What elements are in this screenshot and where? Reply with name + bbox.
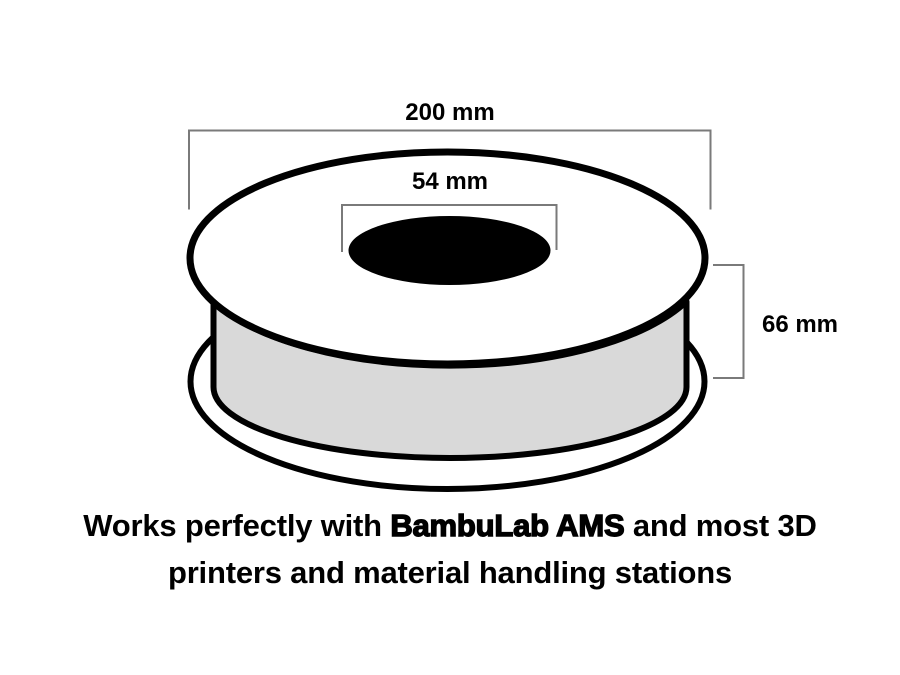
dim-bracket-outer-diameter bbox=[188, 129, 712, 210]
caption: Works perfectly with BambuLab AMS and mo… bbox=[0, 502, 900, 596]
caption-line-1-post: and most 3D bbox=[624, 508, 817, 543]
dim-bracket-height bbox=[713, 264, 745, 379]
caption-line-2: printers and material handling stations bbox=[167, 555, 733, 590]
caption-line-1-emphasis: BambuLab AMS bbox=[390, 507, 626, 543]
dim-label-hole-diameter: 54 mm bbox=[411, 168, 489, 195]
dim-label-outer-diameter: 200 mm bbox=[405, 99, 495, 126]
dim-label-height: 66 mm bbox=[761, 311, 839, 338]
caption-line-1-pre: Works perfectly with bbox=[83, 508, 391, 543]
caption-line-1: Works perfectly with BambuLab AMS and mo… bbox=[0, 502, 900, 549]
dim-bracket-hole-diameter bbox=[341, 204, 558, 252]
hub-hole bbox=[348, 216, 551, 285]
